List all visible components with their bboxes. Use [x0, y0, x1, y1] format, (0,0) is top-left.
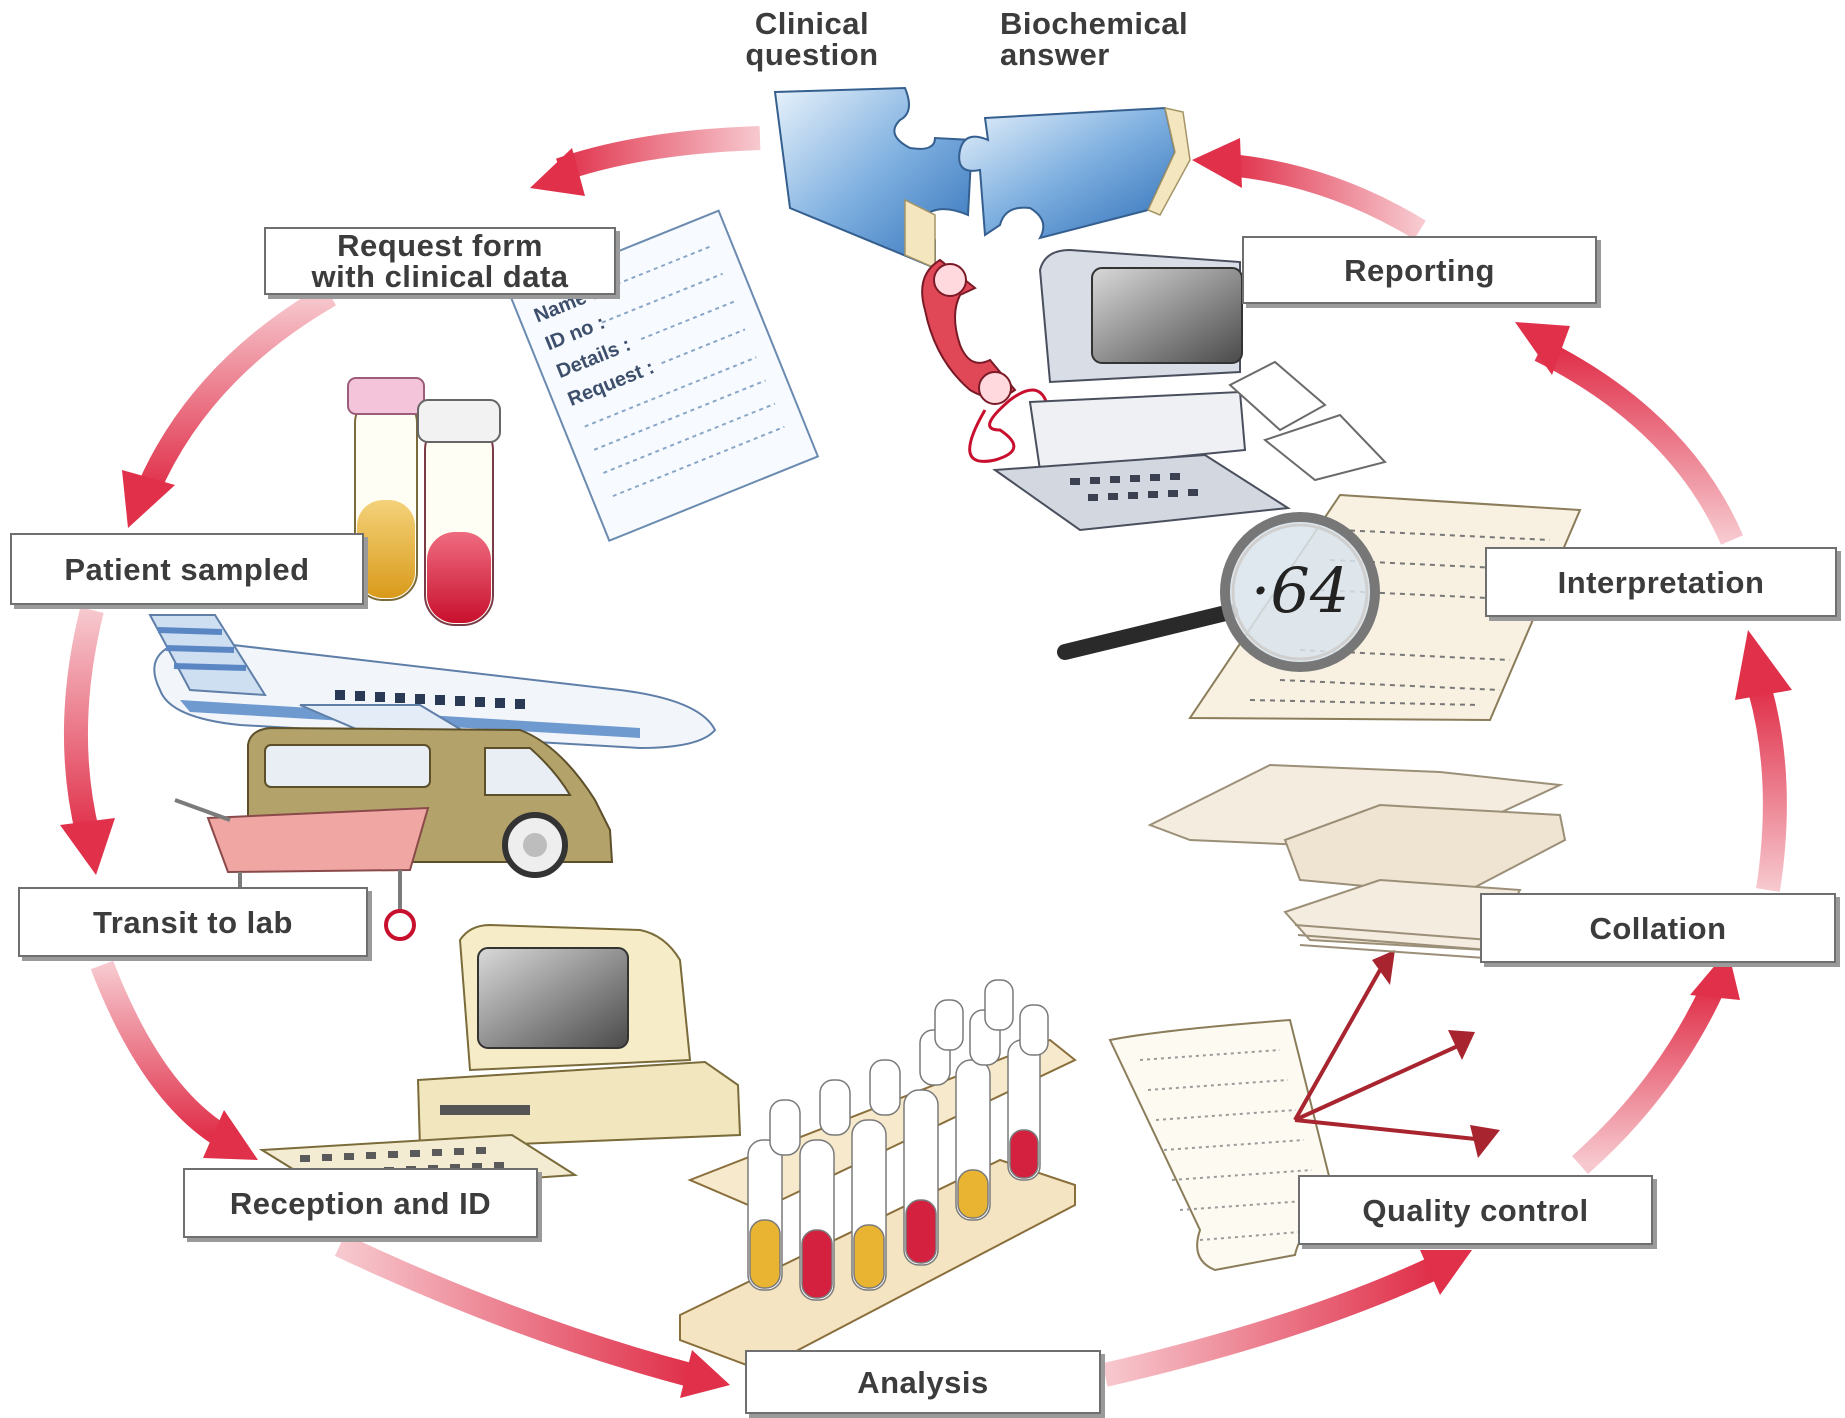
- tube-yellow-fill: [357, 500, 415, 598]
- report-keyboard: [992, 453, 1291, 532]
- arrow-transit-to-reception: [90, 960, 227, 1146]
- arrow-head: [1735, 630, 1792, 700]
- analysis-label: Analysis: [745, 1350, 1101, 1414]
- report-printer: [1028, 390, 1247, 472]
- quality-control-label: Quality control: [1298, 1175, 1653, 1245]
- arrow-head: [203, 1110, 258, 1160]
- arrow-qc-to-collation: [1572, 984, 1723, 1174]
- arrow-head: [530, 148, 585, 196]
- drive-slot: [440, 1105, 530, 1115]
- monitor-screen: [477, 947, 629, 1049]
- arrow-reception-to-analysis: [334, 1234, 694, 1387]
- arrow-head: [122, 470, 175, 528]
- tube-cap-white: [417, 399, 501, 443]
- arrow-head: [60, 818, 115, 875]
- trolley-wheel: [384, 909, 416, 941]
- tube-cap-pink: [347, 377, 425, 415]
- request-form-line1: Request form: [337, 228, 543, 263]
- collation-papers: [1147, 763, 1567, 959]
- tube-red-fill: [427, 532, 491, 623]
- clinical-question-line2: question: [745, 37, 879, 72]
- tail-stripes: [157, 627, 247, 671]
- reception-computer: [258, 923, 742, 1194]
- system-unit: [416, 1060, 742, 1150]
- arrow-question-to-request: [556, 126, 761, 182]
- arrow-patient-to-transit: [63, 607, 104, 838]
- envelope: [1262, 413, 1387, 482]
- form-lines: [584, 245, 785, 498]
- report-keyboard-keys: [1070, 473, 1198, 501]
- rack-top-tubes: [769, 979, 1049, 1156]
- biochemical-answer-line2: answer: [1000, 37, 1110, 72]
- arrow-interpretation-to-reporting: [1534, 339, 1744, 545]
- reporting-station: [921, 248, 1387, 532]
- reporting-label: Reporting: [1242, 236, 1597, 304]
- rack-tubes: [747, 1039, 1041, 1301]
- phone-mouthpiece: [978, 371, 1012, 405]
- arrow-head: [1192, 138, 1242, 188]
- trolley: [174, 798, 430, 941]
- arrow-request-to-patient: [136, 284, 336, 495]
- qc-arrow-fletches: [1372, 950, 1500, 1158]
- airplane-windows: [335, 690, 525, 709]
- biochemical-answer-line1: Biochemical: [1000, 6, 1189, 41]
- cycle-arrows: [60, 126, 1792, 1398]
- qc-arrows: [1293, 969, 1486, 1142]
- phone-cord: [968, 388, 1052, 463]
- paper-stack-middle: [1283, 803, 1567, 897]
- arrow-head: [1515, 322, 1570, 375]
- transit-to-lab-label: Transit to lab: [18, 887, 368, 957]
- interpretation-label: Interpretation: [1485, 547, 1837, 617]
- van-cab-window: [484, 747, 572, 796]
- arrow-reporting-to-answer: [1228, 154, 1426, 240]
- arrow-collation-to-interpretation: [1748, 686, 1787, 892]
- paper-stack-edges: [1294, 924, 1491, 959]
- phone-earpiece: [933, 263, 967, 297]
- airplane: [148, 614, 717, 766]
- magnifier-lens: [1220, 512, 1380, 672]
- printout-lines: [1249, 529, 1551, 706]
- puzzle-piece-answer: [958, 106, 1177, 240]
- request-form-label: Request form with clinical data: [264, 227, 616, 295]
- qc-chart: [1108, 950, 1500, 1272]
- report-monitor-screen: [1091, 267, 1243, 364]
- puzzle-piece-question: [773, 86, 974, 270]
- magnifier-reading: ·64: [1251, 554, 1350, 627]
- qc-paper-lines: [1139, 1049, 1319, 1241]
- van-hubcap: [523, 833, 547, 857]
- biochemical-answer-label: Biochemical answer: [1000, 8, 1220, 70]
- reception-and-id-label: Reception and ID: [183, 1168, 538, 1238]
- request-form-line2: with clinical data: [311, 259, 569, 294]
- test-tube-rack: [679, 979, 1077, 1372]
- patient-sampled-label: Patient sampled: [10, 533, 364, 605]
- puzzle-pieces: [773, 86, 1191, 270]
- magnifier-rim: [1231, 523, 1369, 661]
- collation-label: Collation: [1480, 893, 1836, 963]
- clinical-question-line1: Clinical: [754, 6, 870, 41]
- clinical-question-label: Clinical question: [722, 8, 902, 70]
- magnifier-handle: [1057, 604, 1238, 660]
- arrow-head: [1420, 1250, 1472, 1295]
- arrow-analysis-to-qc: [1102, 1259, 1436, 1387]
- magnifying-glass: ·64: [1057, 512, 1380, 672]
- envelope: [1228, 360, 1327, 432]
- trolley-basket: [206, 806, 430, 874]
- arrow-head: [680, 1350, 730, 1398]
- puzzle-edge-cream: [1146, 107, 1191, 216]
- sample-tubes: [347, 377, 501, 626]
- van-window: [264, 744, 431, 788]
